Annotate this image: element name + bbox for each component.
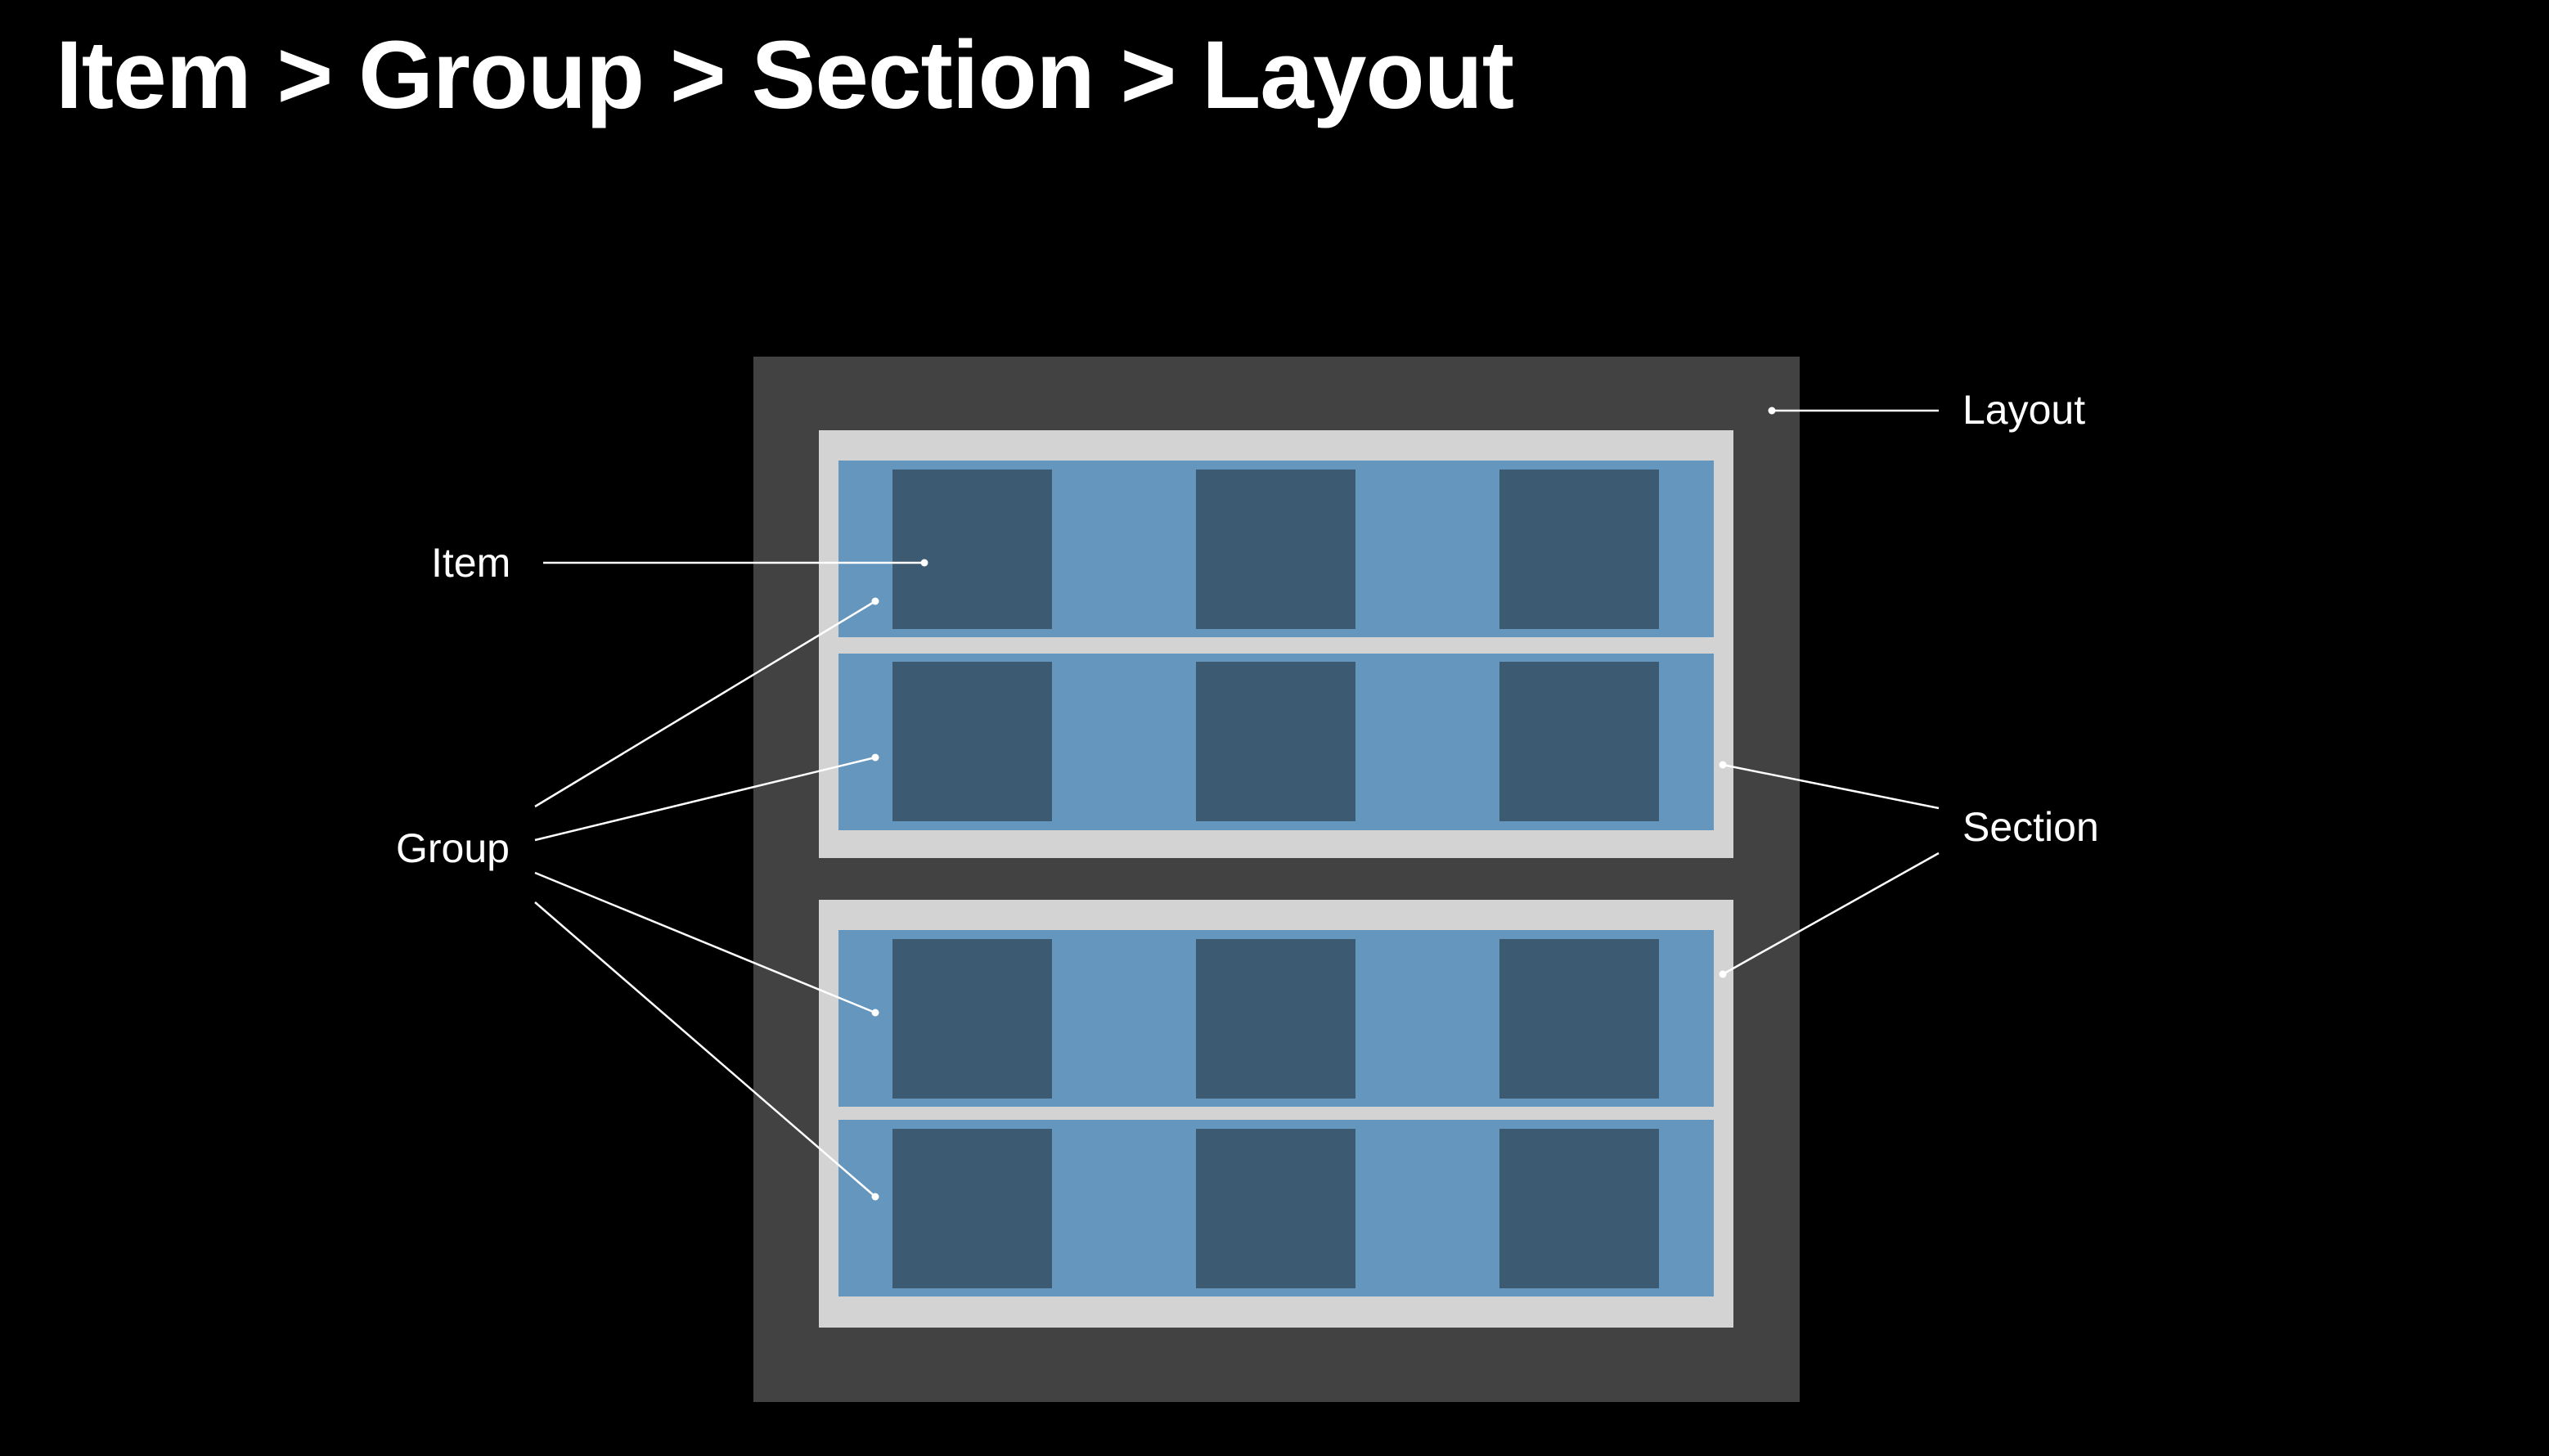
item-box: [1196, 470, 1355, 629]
leader-dot: [920, 559, 928, 567]
leader-line: [534, 901, 876, 1198]
item-box: [1196, 939, 1355, 1099]
leader-dot: [871, 1193, 879, 1201]
item-box: [892, 939, 1052, 1099]
group-2-2: [838, 1120, 1714, 1296]
leader-dot: [871, 753, 879, 762]
item-box: [1196, 1129, 1355, 1288]
item-box: [1499, 1129, 1659, 1288]
leader-line: [1722, 852, 1940, 976]
group-2-1: [838, 930, 1714, 1107]
item-box: [892, 470, 1052, 629]
item-box: [1196, 662, 1355, 821]
group-1-2: [838, 654, 1714, 830]
leader-dot: [871, 1009, 879, 1017]
page-title: Item > Group > Section > Layout: [56, 21, 1514, 129]
leader-dot: [1719, 970, 1727, 978]
label-group: Group: [396, 825, 510, 871]
label-layout: Layout: [1962, 387, 2085, 433]
leader-line: [534, 600, 876, 808]
leader-line: [534, 871, 876, 1014]
callout-layout: Layout: [1768, 387, 2085, 433]
item-box: [1499, 939, 1659, 1099]
callout-item: Item: [431, 540, 928, 586]
item-box: [892, 1129, 1052, 1288]
leader-line: [534, 756, 876, 842]
leader-dot: [871, 597, 879, 605]
leader-line: [1722, 763, 1940, 810]
callout-group: Group: [396, 597, 879, 1201]
item-box: [1499, 470, 1659, 629]
callout-section: Section: [1719, 761, 2099, 978]
section-1: [819, 430, 1733, 858]
item-box: [1499, 662, 1659, 821]
leader-dot: [1719, 761, 1727, 769]
section-2: [819, 900, 1733, 1328]
item-box: [892, 662, 1052, 821]
leader-dot: [1768, 407, 1776, 415]
group-1-1: [838, 461, 1714, 637]
label-item: Item: [431, 540, 510, 586]
label-section: Section: [1962, 804, 2099, 850]
